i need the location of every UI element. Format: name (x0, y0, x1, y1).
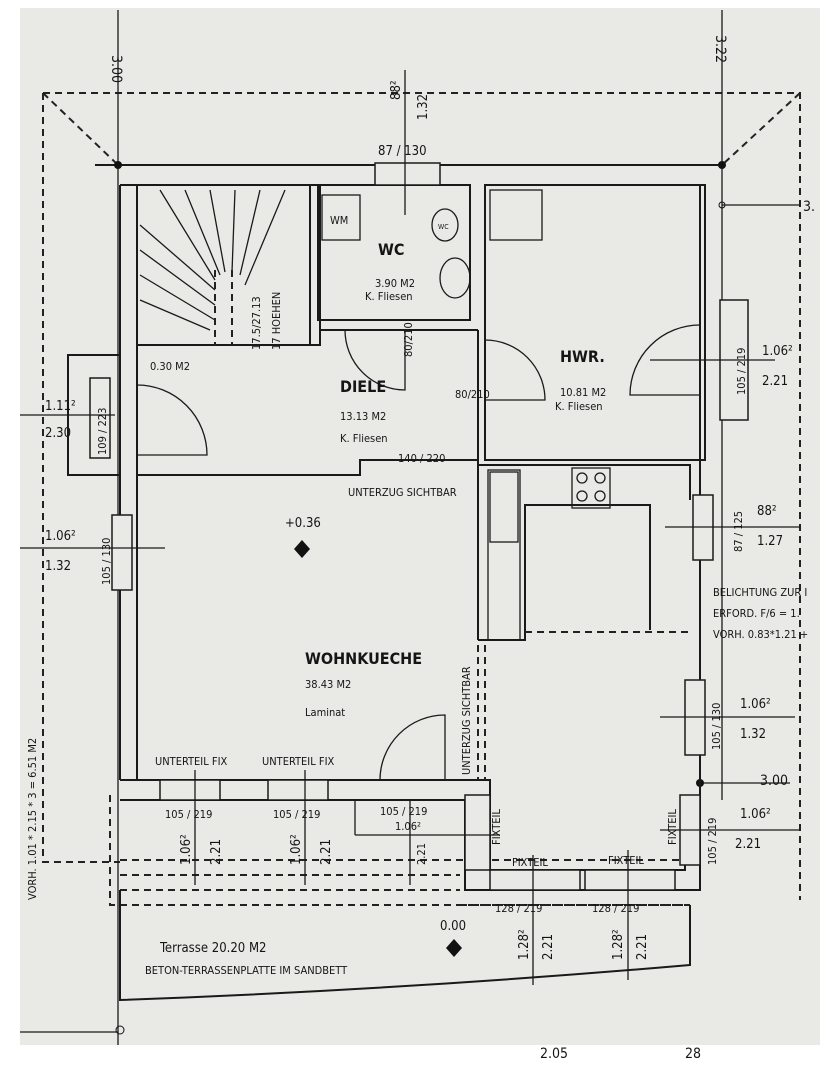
hwr-window-size: 105 / 219 (735, 348, 748, 395)
bay-window-1-size: 128 / 219 (495, 902, 542, 915)
stair-rise: 17.5/27.13 (250, 296, 263, 350)
belichtung-note-3: VORH. 0.83*1.21 + (713, 628, 808, 641)
corner-window-a: 1.06² (740, 807, 771, 822)
sink (489, 189, 543, 241)
top-window-size: 87 / 130 (378, 144, 427, 159)
corner-window-size: 105 / 219 (706, 818, 719, 865)
door-swings (136, 324, 701, 781)
stair-area: 0.30 M2 (150, 360, 190, 373)
wc-symbol: WC (438, 223, 449, 231)
bottom-window-2-a: 1.06² (289, 834, 304, 865)
left-window-b: 1.32 (45, 559, 71, 574)
bottom-window-1-a: 1.06² (179, 834, 194, 865)
wc-floor: K. Fliesen (365, 290, 413, 303)
bottom-window-2-b: 2.21 (319, 839, 334, 865)
windows (67, 162, 749, 891)
entry-a: 1.11² (45, 399, 76, 414)
stair-steps: 17 HOEHEN (270, 292, 283, 350)
fixteil-note-4: FIXTEIL (666, 809, 679, 845)
grid-dim-top-left: 3.00 (108, 55, 124, 83)
grid-dim-bottom-2: 28 (685, 1046, 701, 1062)
wm-label: WM (330, 214, 348, 227)
grid-dim-top-right: 3.22 (712, 35, 728, 63)
entry-size: 109 / 223 (96, 408, 109, 455)
top-window-a: 88² (389, 80, 404, 100)
hwr-area: 10.81 M2 (560, 386, 606, 399)
wohnkueche-floor: Laminat (305, 706, 345, 719)
bottom-window-3-size: 105 / 219 (380, 805, 427, 818)
diele-name: DIELE (340, 377, 386, 396)
bay-window-2-b: 2.21 (635, 934, 650, 960)
level-living: +0.36 (285, 516, 321, 531)
beam-note-2: UNTERZUG SICHTBAR (460, 666, 473, 775)
level-terrace: 0.00 (440, 919, 466, 934)
hwr-window-a: 1.06² (762, 344, 793, 359)
level-marker-icon (294, 540, 310, 558)
toilet (431, 208, 459, 242)
bay-window-2-size: 128 / 219 (592, 902, 639, 915)
level-marker-icon (446, 939, 462, 957)
fix-note-2: UNTERTEIL FIX (262, 755, 334, 768)
wohnkueche-name: WOHNKUECHE (305, 649, 422, 668)
entry-b: 2.30 (45, 426, 71, 441)
bay-window-2-a: 1.28² (611, 929, 626, 960)
dimension-lines (20, 70, 800, 985)
belichtung-note-2: ERFORD. F/6 = 1. (713, 607, 800, 620)
roof-outline (42, 92, 801, 906)
wohnkueche-area: 38.43 M2 (305, 678, 351, 691)
bay-window-1-b: 2.21 (541, 934, 556, 960)
grid-dim-right-upper: 3. (803, 199, 815, 215)
washbasin (439, 257, 471, 299)
cooktop (571, 467, 611, 509)
grid-dim-right-lower: 3.00 (760, 773, 788, 789)
kitchen-window-size: 87 / 125 (732, 511, 745, 552)
hwr-floor: K. Fliesen (555, 400, 603, 413)
bottom-window-3-a: 1.06² (395, 820, 421, 833)
grid-dim-bottom-1: 2.05 (540, 1046, 568, 1062)
wc-door-size: 80/210 (402, 322, 415, 357)
diele-floor: K. Fliesen (340, 432, 388, 445)
right-window-b: 1.32 (740, 727, 766, 742)
top-window-b: 1.32 (416, 94, 431, 120)
kitchen-window-a: 88² (757, 504, 777, 519)
hwr-window-b: 2.21 (762, 374, 788, 389)
fix-note-1: UNTERTEIL FIX (155, 755, 227, 768)
hwr-name: HWR. (560, 347, 605, 366)
bottom-window-1-size: 105 / 219 (165, 808, 212, 821)
bottom-window-2-size: 105 / 219 (273, 808, 320, 821)
belichtung-note-1: BELICHTUNG ZUR I (713, 586, 807, 599)
right-window-size: 105 / 130 (710, 703, 723, 750)
beam-note-1: UNTERZUG SICHTBAR (348, 486, 457, 499)
staircase (139, 189, 286, 345)
hwr-door-size: 80/210 (455, 388, 490, 401)
bottom-window-3-b: 2.21 (415, 843, 428, 865)
kitchen-window-b: 1.27 (757, 534, 783, 549)
corner-window-b: 2.21 (735, 837, 761, 852)
fixteil-note-1: FIXTEIL (490, 809, 503, 845)
fixteil-note-3: FIXTEIL (608, 854, 644, 867)
terrace-name: Terrasse 20.20 M2 (159, 941, 267, 956)
wc-name: WC (378, 240, 404, 259)
left-window-size: 105 / 130 (100, 538, 113, 585)
wc-area: 3.90 M2 (375, 277, 415, 290)
bay-window-1-a: 1.28² (517, 929, 532, 960)
level-markers (294, 540, 462, 957)
vorh-note: VORH. 1.01 * 2.15 * 3 = 6.51 M2 (26, 738, 39, 900)
terrace-material: BETON-TERRASSENPLATTE IM SANDBETT (145, 964, 348, 977)
diele-door-size: 140 / 220 (398, 452, 445, 465)
diele-area: 13.13 M2 (340, 410, 386, 423)
left-window-a: 1.06² (45, 529, 76, 544)
bottom-window-1-b: 2.21 (209, 839, 224, 865)
fixteil-note-2: FIXTEIL (512, 856, 548, 869)
right-window-a: 1.06² (740, 697, 771, 712)
